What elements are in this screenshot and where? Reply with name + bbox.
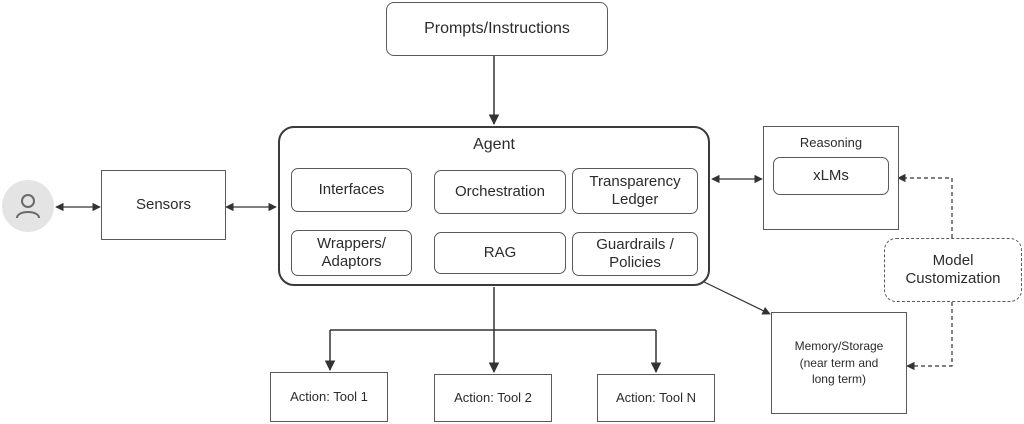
interfaces-label: Interfaces: [318, 181, 385, 198]
rag-box: RAG: [434, 232, 566, 274]
action-tool-1-label: Action: Tool 1: [290, 389, 368, 405]
action-tool-2-box: Action: Tool 2: [434, 374, 552, 422]
prompts-instructions-label: Prompts/Instructions: [424, 20, 570, 38]
agent-box: Agent Interfaces Orchestration Transpare…: [278, 126, 710, 286]
sensors-box: Sensors: [101, 170, 226, 240]
model-customization-box: Model Customization: [884, 238, 1022, 302]
reasoning-box: Reasoning xLMs: [763, 126, 899, 230]
wrappers-adaptors-label: Wrappers/ Adaptors: [317, 235, 386, 270]
wrappers-adaptors-box: Wrappers/ Adaptors: [291, 230, 412, 276]
transparency-ledger-label: Transparency Ledger: [589, 173, 681, 208]
reasoning-title: Reasoning: [799, 135, 863, 150]
action-tool-n-label: Action: Tool N: [616, 390, 696, 406]
agent-memory-arrow: [699, 279, 771, 315]
customization-to-xlms-arrow: [897, 173, 953, 238]
prompts-instructions-box: Prompts/Instructions: [386, 2, 608, 56]
xlms-box: xLMs: [773, 157, 889, 195]
action-tool-1-box: Action: Tool 1: [270, 372, 388, 422]
user-icon: [16, 194, 40, 219]
interfaces-box: Interfaces: [291, 168, 412, 212]
guardrails-policies-label: Guardrails / Policies: [596, 236, 674, 271]
user-avatar: [2, 180, 54, 232]
action-tool-2-label: Action: Tool 2: [454, 390, 532, 406]
transparency-ledger-box: Transparency Ledger: [572, 168, 698, 214]
action-tool-n-box: Action: Tool N: [597, 374, 715, 422]
xlms-label: xLMs: [813, 167, 849, 184]
memory-storage-box: Memory/Storage (near term and long term): [771, 312, 907, 414]
rag-label: RAG: [483, 244, 517, 261]
customization-to-memory-arrow: [906, 302, 953, 371]
orchestration-box: Orchestration: [434, 170, 566, 214]
sensors-label: Sensors: [135, 196, 192, 213]
model-customization-label: Model Customization: [905, 252, 1001, 287]
agent-title: Agent: [473, 136, 515, 153]
memory-storage-label: Memory/Storage (near term and long term): [794, 338, 884, 387]
guardrails-policies-box: Guardrails / Policies: [572, 232, 698, 276]
orchestration-label: Orchestration: [454, 183, 546, 200]
